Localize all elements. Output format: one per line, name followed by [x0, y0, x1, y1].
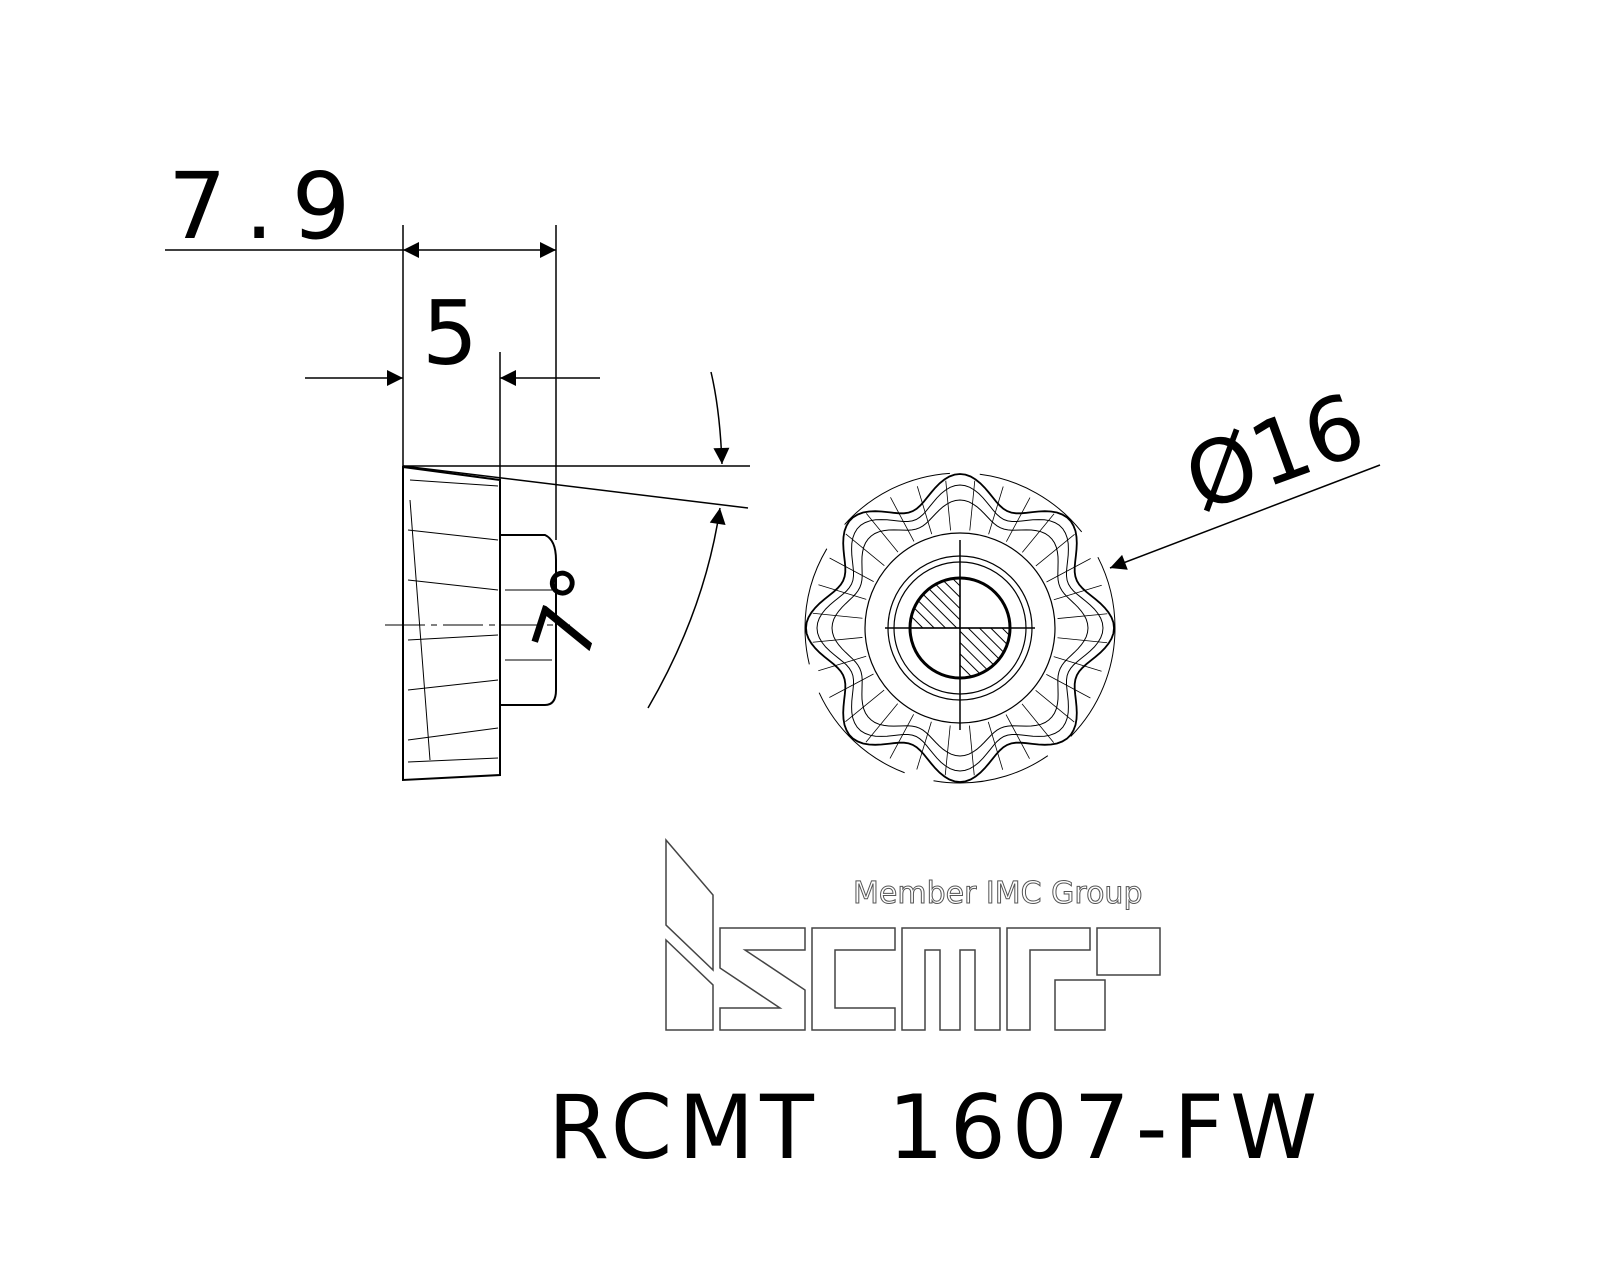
- insert-facet-line: [865, 703, 899, 743]
- dimension-lines: [165, 225, 1381, 709]
- insert-facet-line: [1035, 689, 1075, 723]
- insert-facet-line: [1046, 558, 1091, 583]
- insert-facet-line: [916, 486, 933, 535]
- insert-facet-line: [987, 721, 1004, 770]
- insert-facet-line: [812, 637, 863, 643]
- insert-facet-line: [1053, 656, 1102, 672]
- part-number: RCMT 1607-FW: [548, 1076, 1323, 1179]
- insert-facet-line: [829, 557, 874, 582]
- side-view: [385, 465, 570, 782]
- insert-facet-line: [866, 513, 899, 553]
- insert-facet-line: [845, 689, 885, 722]
- top-view: [804, 472, 1116, 784]
- insert-facet-line: [1046, 674, 1091, 699]
- logo-tagline: Member IMC Group: [853, 876, 1142, 911]
- insert-facet-line: [1053, 584, 1102, 601]
- insert-facet-line: [945, 480, 951, 531]
- insert-facet-line: [890, 497, 915, 542]
- dimension-7-9: 7.9: [168, 153, 368, 260]
- insert-facet-line: [969, 725, 975, 776]
- iscar-logo: [665, 837, 1161, 1031]
- insert-facet-line: [845, 533, 885, 567]
- insert-facet-line: [944, 725, 951, 776]
- insert-facet-line: [829, 673, 874, 698]
- insert-facet-line: [1057, 613, 1108, 619]
- dimension-diameter: Ø16: [1172, 373, 1378, 532]
- insert-facet-line: [818, 584, 867, 600]
- insert-facet-line: [1057, 637, 1108, 644]
- dimension-5: 5: [422, 282, 478, 385]
- insert-facet-line: [1006, 497, 1031, 542]
- insert-facet-line: [1021, 513, 1055, 553]
- insert-facet-line: [1021, 703, 1054, 743]
- insert-facet-line: [988, 486, 1004, 535]
- insert-facet-line: [812, 612, 863, 619]
- dimension-angle: 7°: [515, 556, 632, 671]
- insert-facet-line: [889, 714, 914, 759]
- insert-facet-line: [818, 655, 867, 672]
- insert-facet-line: [1005, 714, 1030, 759]
- insert-facet-line: [916, 721, 932, 770]
- insert-facet-line: [969, 480, 976, 531]
- insert-facet-line: [1035, 534, 1075, 567]
